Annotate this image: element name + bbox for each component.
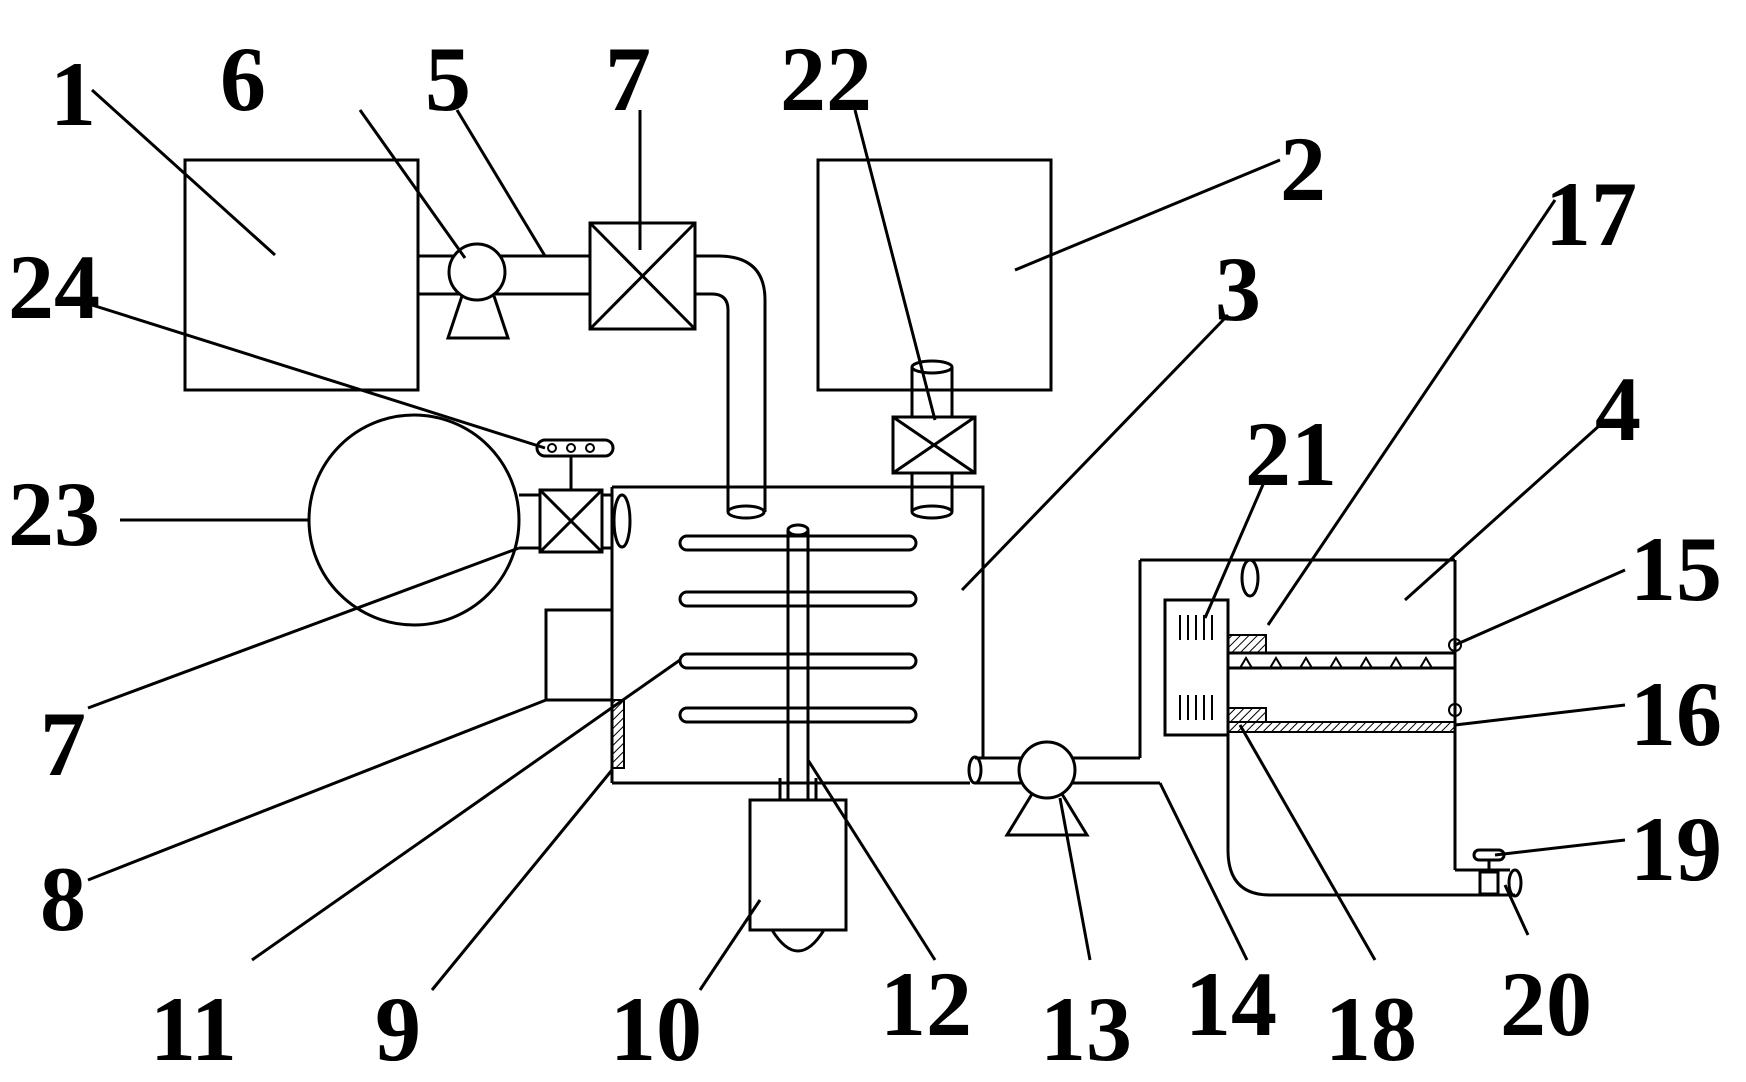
label-22: 22 bbox=[780, 28, 872, 130]
label-20: 20 bbox=[1500, 953, 1592, 1055]
label-23: 23 bbox=[8, 463, 100, 565]
pipe-5 bbox=[418, 254, 590, 296]
label-18: 18 bbox=[1325, 978, 1417, 1080]
label-9: 9 bbox=[375, 978, 421, 1080]
label-17: 17 bbox=[1545, 163, 1637, 265]
reactor-3 bbox=[610, 485, 985, 785]
filter-plate-15 bbox=[1227, 634, 1462, 670]
pump-6 bbox=[445, 242, 511, 340]
label-10: 10 bbox=[610, 978, 702, 1080]
label-11: 11 bbox=[150, 978, 237, 1080]
label-4: 4 bbox=[1595, 358, 1641, 460]
tank-23 bbox=[307, 413, 521, 627]
tank-1 bbox=[183, 158, 420, 392]
label-7-top: 7 bbox=[605, 28, 651, 130]
label-16: 16 bbox=[1630, 663, 1722, 765]
valve-22 bbox=[891, 415, 977, 475]
tank-2 bbox=[816, 158, 1053, 392]
strip-9 bbox=[611, 699, 625, 769]
label-6: 6 bbox=[220, 28, 266, 130]
label-12: 12 bbox=[880, 953, 972, 1055]
pump-13 bbox=[1004, 740, 1090, 837]
spring-chamber-21 bbox=[1163, 598, 1230, 737]
label-3: 3 bbox=[1215, 238, 1261, 340]
label-21: 21 bbox=[1245, 403, 1337, 505]
label-8: 8 bbox=[40, 848, 86, 950]
motor-10 bbox=[748, 778, 848, 953]
handle-24 bbox=[535, 438, 615, 490]
label-19: 19 bbox=[1630, 798, 1722, 900]
part-labels: 1 6 5 7 22 2 17 3 24 21 4 23 15 16 7 19 … bbox=[8, 28, 1722, 1080]
label-14: 14 bbox=[1185, 953, 1277, 1055]
heater-8 bbox=[544, 608, 614, 702]
label-15: 15 bbox=[1630, 518, 1722, 620]
outlet-20 bbox=[1455, 868, 1523, 898]
stirring-bars-11 bbox=[678, 530, 918, 800]
feed-pipe bbox=[695, 254, 767, 520]
label-1: 1 bbox=[50, 43, 96, 145]
label-5: 5 bbox=[425, 28, 471, 130]
leader-lines bbox=[87, 88, 1626, 991]
valve-7-upper bbox=[588, 221, 697, 331]
label-2: 2 bbox=[1280, 118, 1326, 220]
label-13: 13 bbox=[1040, 978, 1132, 1080]
label-7-bottom: 7 bbox=[40, 693, 86, 795]
valve-7-lower bbox=[538, 488, 604, 554]
filter-plate-16 bbox=[1227, 596, 1462, 733]
label-24: 24 bbox=[8, 236, 100, 338]
